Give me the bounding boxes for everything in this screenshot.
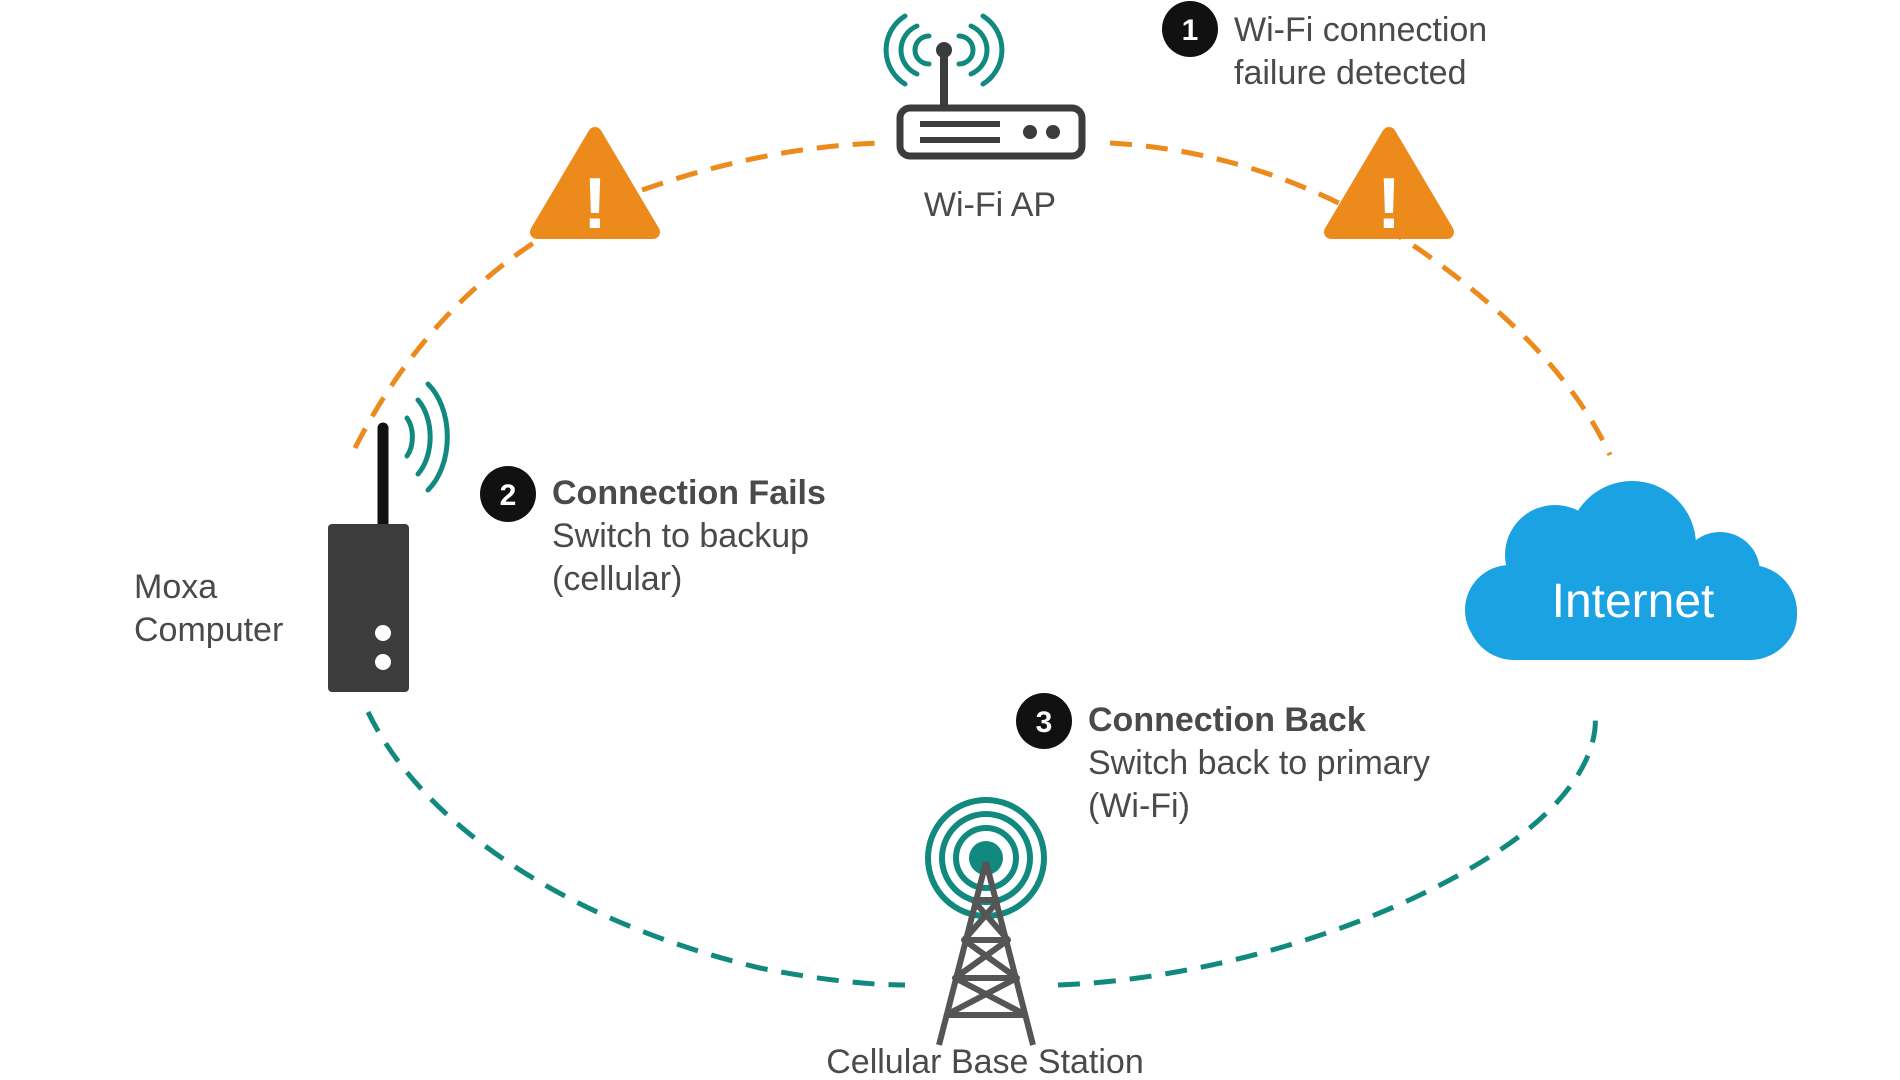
step-3: 3 Connection Back Switch back to primary… <box>1016 693 1430 825</box>
step-line3: (Wi-Fi) <box>1088 787 1190 825</box>
step-badge <box>1016 693 1072 749</box>
step-line2: failure detected <box>1234 54 1467 92</box>
computer-icon <box>328 381 450 692</box>
cell-tower-icon <box>925 797 1047 1046</box>
step-title: Connection Back <box>1088 701 1366 739</box>
cellular-label: Cellular Base Station <box>826 1043 1144 1080</box>
step-badge <box>1162 1 1218 57</box>
step-title: Wi-Fi connection <box>1234 11 1487 49</box>
moxa-label-line2: Computer <box>134 611 283 649</box>
wifi-ap-label: Wi-Fi AP <box>924 186 1056 224</box>
step-number: 1 <box>1182 14 1199 47</box>
warning-icon: ! <box>1324 127 1454 244</box>
warning-symbol: ! <box>1377 164 1401 244</box>
step-line2: Switch to backup <box>552 517 809 555</box>
step-2: 2 Connection Fails Switch to backup (cel… <box>480 466 826 598</box>
wifi-path-right <box>1109 140 1613 457</box>
step-line2: Switch back to primary <box>1088 744 1430 782</box>
warning-symbol: ! <box>583 164 607 244</box>
step-title: Connection Fails <box>552 474 826 512</box>
step-number: 2 <box>500 479 517 512</box>
internet-label: Internet <box>1552 575 1715 628</box>
moxa-label-line1: Moxa <box>134 568 217 606</box>
step-badge <box>480 466 536 522</box>
cellular-path-left <box>365 710 906 988</box>
cellular-path-right <box>1057 711 1598 988</box>
step-line3: (cellular) <box>552 560 682 598</box>
warning-icon: ! <box>530 127 660 244</box>
cloud-icon <box>1465 481 1797 660</box>
step-number: 3 <box>1036 706 1053 739</box>
step-1: 1 Wi-Fi connection failure detected <box>1162 1 1487 92</box>
router-icon <box>883 13 1086 160</box>
